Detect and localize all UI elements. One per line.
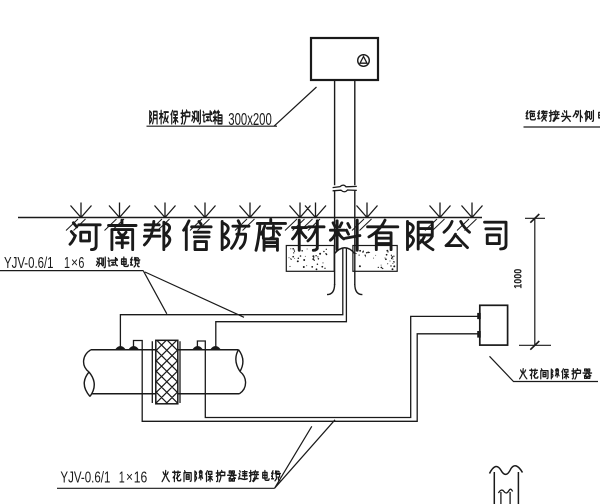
svg-text:YJV-0.6/1: YJV-0.6/1 [4,255,54,272]
svg-text:×: × [71,254,78,270]
svg-text:300x200: 300x200 [228,109,271,129]
svg-text:1: 1 [64,255,70,272]
svg-text:16: 16 [134,469,148,486]
svg-text:×: × [126,469,133,485]
svg-text:1000: 1000 [513,269,525,289]
svg-text:YJV-0.6/1: YJV-0.6/1 [60,469,110,486]
svg-text:1: 1 [119,469,125,486]
svg-text:6: 6 [78,255,84,272]
